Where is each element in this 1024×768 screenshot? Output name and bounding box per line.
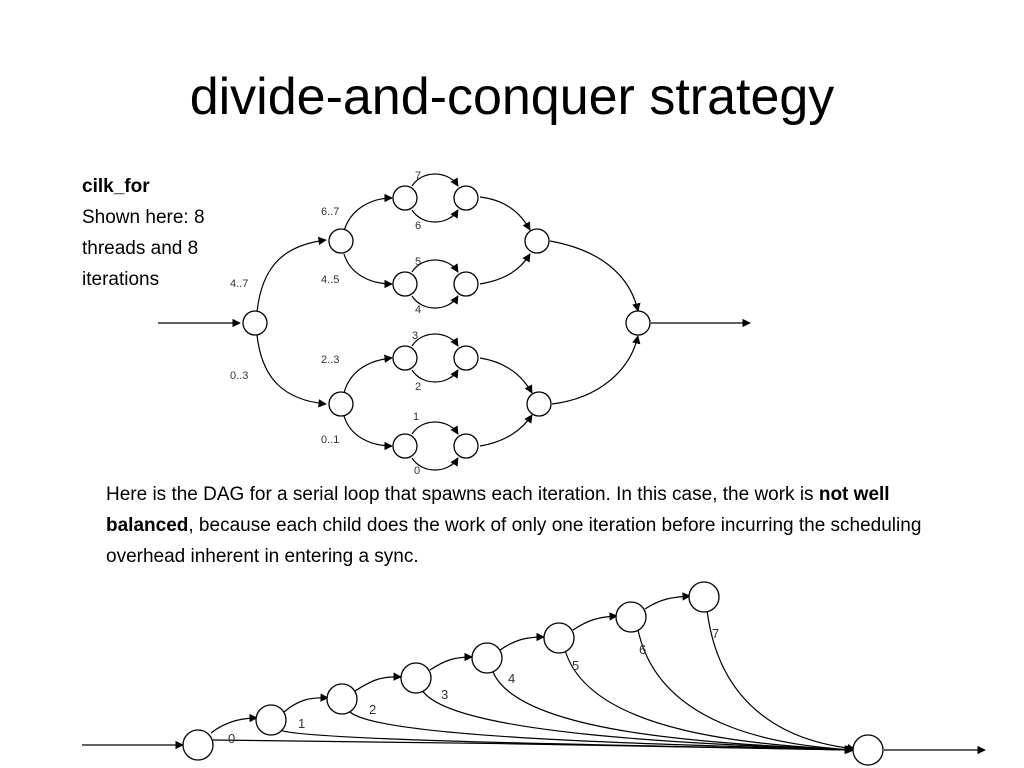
serial-label-0: 0 bbox=[228, 731, 235, 746]
child-edge-2 bbox=[349, 711, 853, 754]
spine-edge-0 bbox=[210, 713, 258, 734]
spine-edge-1 bbox=[283, 693, 329, 713]
sidenote-heading: cilk_for bbox=[82, 176, 150, 197]
iteration-label-7: 7 bbox=[415, 170, 421, 182]
serial-label-1: 1 bbox=[298, 716, 305, 731]
node-sync-67 bbox=[453, 185, 479, 211]
node-split-upper bbox=[328, 228, 354, 254]
range-label-6-7: 6..7 bbox=[321, 206, 339, 218]
edge-iter-5 bbox=[411, 259, 459, 273]
serial-label-3: 3 bbox=[441, 687, 448, 702]
node-final bbox=[625, 310, 651, 336]
edge-upper-to-45 bbox=[343, 253, 393, 289]
sidenote-body: Shown here: 8 threads and 8 iterations bbox=[82, 207, 205, 290]
serial-loop-labels: 0 1 2 3 4 5 6 7 bbox=[228, 626, 719, 746]
paragraph-text-after: , because each child does the work of on… bbox=[106, 515, 922, 567]
edge-root-to-lower bbox=[256, 334, 327, 408]
edge-lower-sync-to-final bbox=[551, 335, 641, 405]
iteration-label-5: 5 bbox=[415, 256, 421, 268]
edge-lower-to-23 bbox=[343, 354, 393, 394]
edge-iter-7 bbox=[411, 173, 459, 187]
serial-loop-dag bbox=[82, 592, 986, 755]
edge-67-to-upper-sync bbox=[479, 196, 531, 231]
edge-45-to-upper-sync bbox=[479, 253, 531, 285]
spine-edge-2 bbox=[354, 672, 402, 692]
spine-edge-6 bbox=[644, 592, 691, 610]
spine-edge-3 bbox=[429, 652, 473, 671]
range-label-0-1: 0..1 bbox=[321, 434, 339, 446]
serial-node-0 bbox=[182, 729, 214, 761]
node-sync-45 bbox=[453, 271, 479, 297]
child-edge-6 bbox=[637, 629, 855, 754]
edge-23-to-lower-sync bbox=[479, 357, 533, 394]
paragraph-text-before: Here is the DAG for a serial loop that s… bbox=[106, 484, 819, 505]
divide-and-conquer-labels: 4..7 0..3 6..7 4..5 2..3 0..1 7 6 5 4 3 … bbox=[230, 170, 421, 477]
child-edge-4 bbox=[492, 671, 853, 754]
node-spawn-01 bbox=[392, 433, 418, 459]
serial-node-7 bbox=[688, 581, 720, 613]
edge-iter-6 bbox=[411, 209, 459, 223]
range-label-0-3: 0..3 bbox=[230, 370, 248, 382]
child-edge-5 bbox=[564, 649, 854, 754]
edge-iter-0 bbox=[411, 457, 459, 471]
slide-title: divide-and-conquer strategy bbox=[189, 68, 835, 126]
serial-loop-nodes bbox=[182, 581, 884, 766]
spine-edge-4 bbox=[499, 632, 545, 651]
node-spawn-23 bbox=[392, 345, 418, 371]
serial-node-5 bbox=[543, 622, 575, 654]
iteration-label-1: 1 bbox=[413, 411, 419, 423]
child-edge-7 bbox=[706, 609, 856, 753]
serial-node-3 bbox=[400, 662, 432, 694]
edge-iter-1 bbox=[411, 421, 459, 435]
node-sync-01 bbox=[453, 433, 479, 459]
child-edge-1 bbox=[279, 729, 853, 755]
edge-root-to-upper bbox=[256, 236, 327, 313]
node-split-lower bbox=[328, 391, 354, 417]
edge-upper-sync-to-final bbox=[549, 240, 641, 312]
range-label-2-3: 2..3 bbox=[321, 354, 339, 366]
divide-and-conquer-nodes bbox=[242, 185, 651, 459]
edge-iter-4 bbox=[411, 295, 459, 309]
node-root bbox=[242, 310, 268, 336]
node-sync-23 bbox=[453, 345, 479, 371]
edge-lower-to-01 bbox=[343, 415, 393, 451]
iteration-label-3: 3 bbox=[412, 330, 418, 342]
serial-label-4: 4 bbox=[508, 671, 515, 686]
range-label-4-5: 4..5 bbox=[321, 274, 339, 286]
serial-node-2 bbox=[326, 683, 358, 715]
child-edge-3 bbox=[421, 689, 853, 754]
node-spawn-45 bbox=[392, 271, 418, 297]
edge-upper-to-67 bbox=[343, 193, 393, 232]
serial-node-1 bbox=[255, 704, 287, 736]
paragraph-bold-phrase: not well balanced bbox=[106, 484, 890, 536]
sidenote: cilk_for Shown here: 8 threads and 8 ite… bbox=[82, 171, 252, 295]
serial-sync-node bbox=[852, 734, 884, 766]
divide-and-conquer-dag bbox=[158, 173, 751, 471]
iteration-label-0: 0 bbox=[414, 465, 420, 477]
node-upper-sync bbox=[524, 228, 550, 254]
range-label-4-7: 4..7 bbox=[230, 278, 248, 290]
serial-label-2: 2 bbox=[369, 702, 376, 717]
serial-label-6: 6 bbox=[639, 642, 646, 657]
serial-label-5: 5 bbox=[572, 658, 579, 673]
serial-node-6 bbox=[615, 601, 647, 633]
node-spawn-67 bbox=[392, 185, 418, 211]
description-paragraph: Here is the DAG for a serial loop that s… bbox=[106, 479, 936, 572]
edge-01-to-lower-sync bbox=[479, 414, 533, 447]
iteration-label-6: 6 bbox=[415, 220, 421, 232]
iteration-label-2: 2 bbox=[415, 381, 421, 393]
serial-node-4 bbox=[471, 642, 503, 674]
edge-iter-2 bbox=[411, 369, 459, 383]
iteration-label-4: 4 bbox=[415, 304, 421, 316]
spine-edge-5 bbox=[572, 612, 618, 631]
node-lower-sync bbox=[526, 391, 552, 417]
serial-label-7: 7 bbox=[712, 626, 719, 641]
edge-iter-3 bbox=[411, 333, 459, 347]
